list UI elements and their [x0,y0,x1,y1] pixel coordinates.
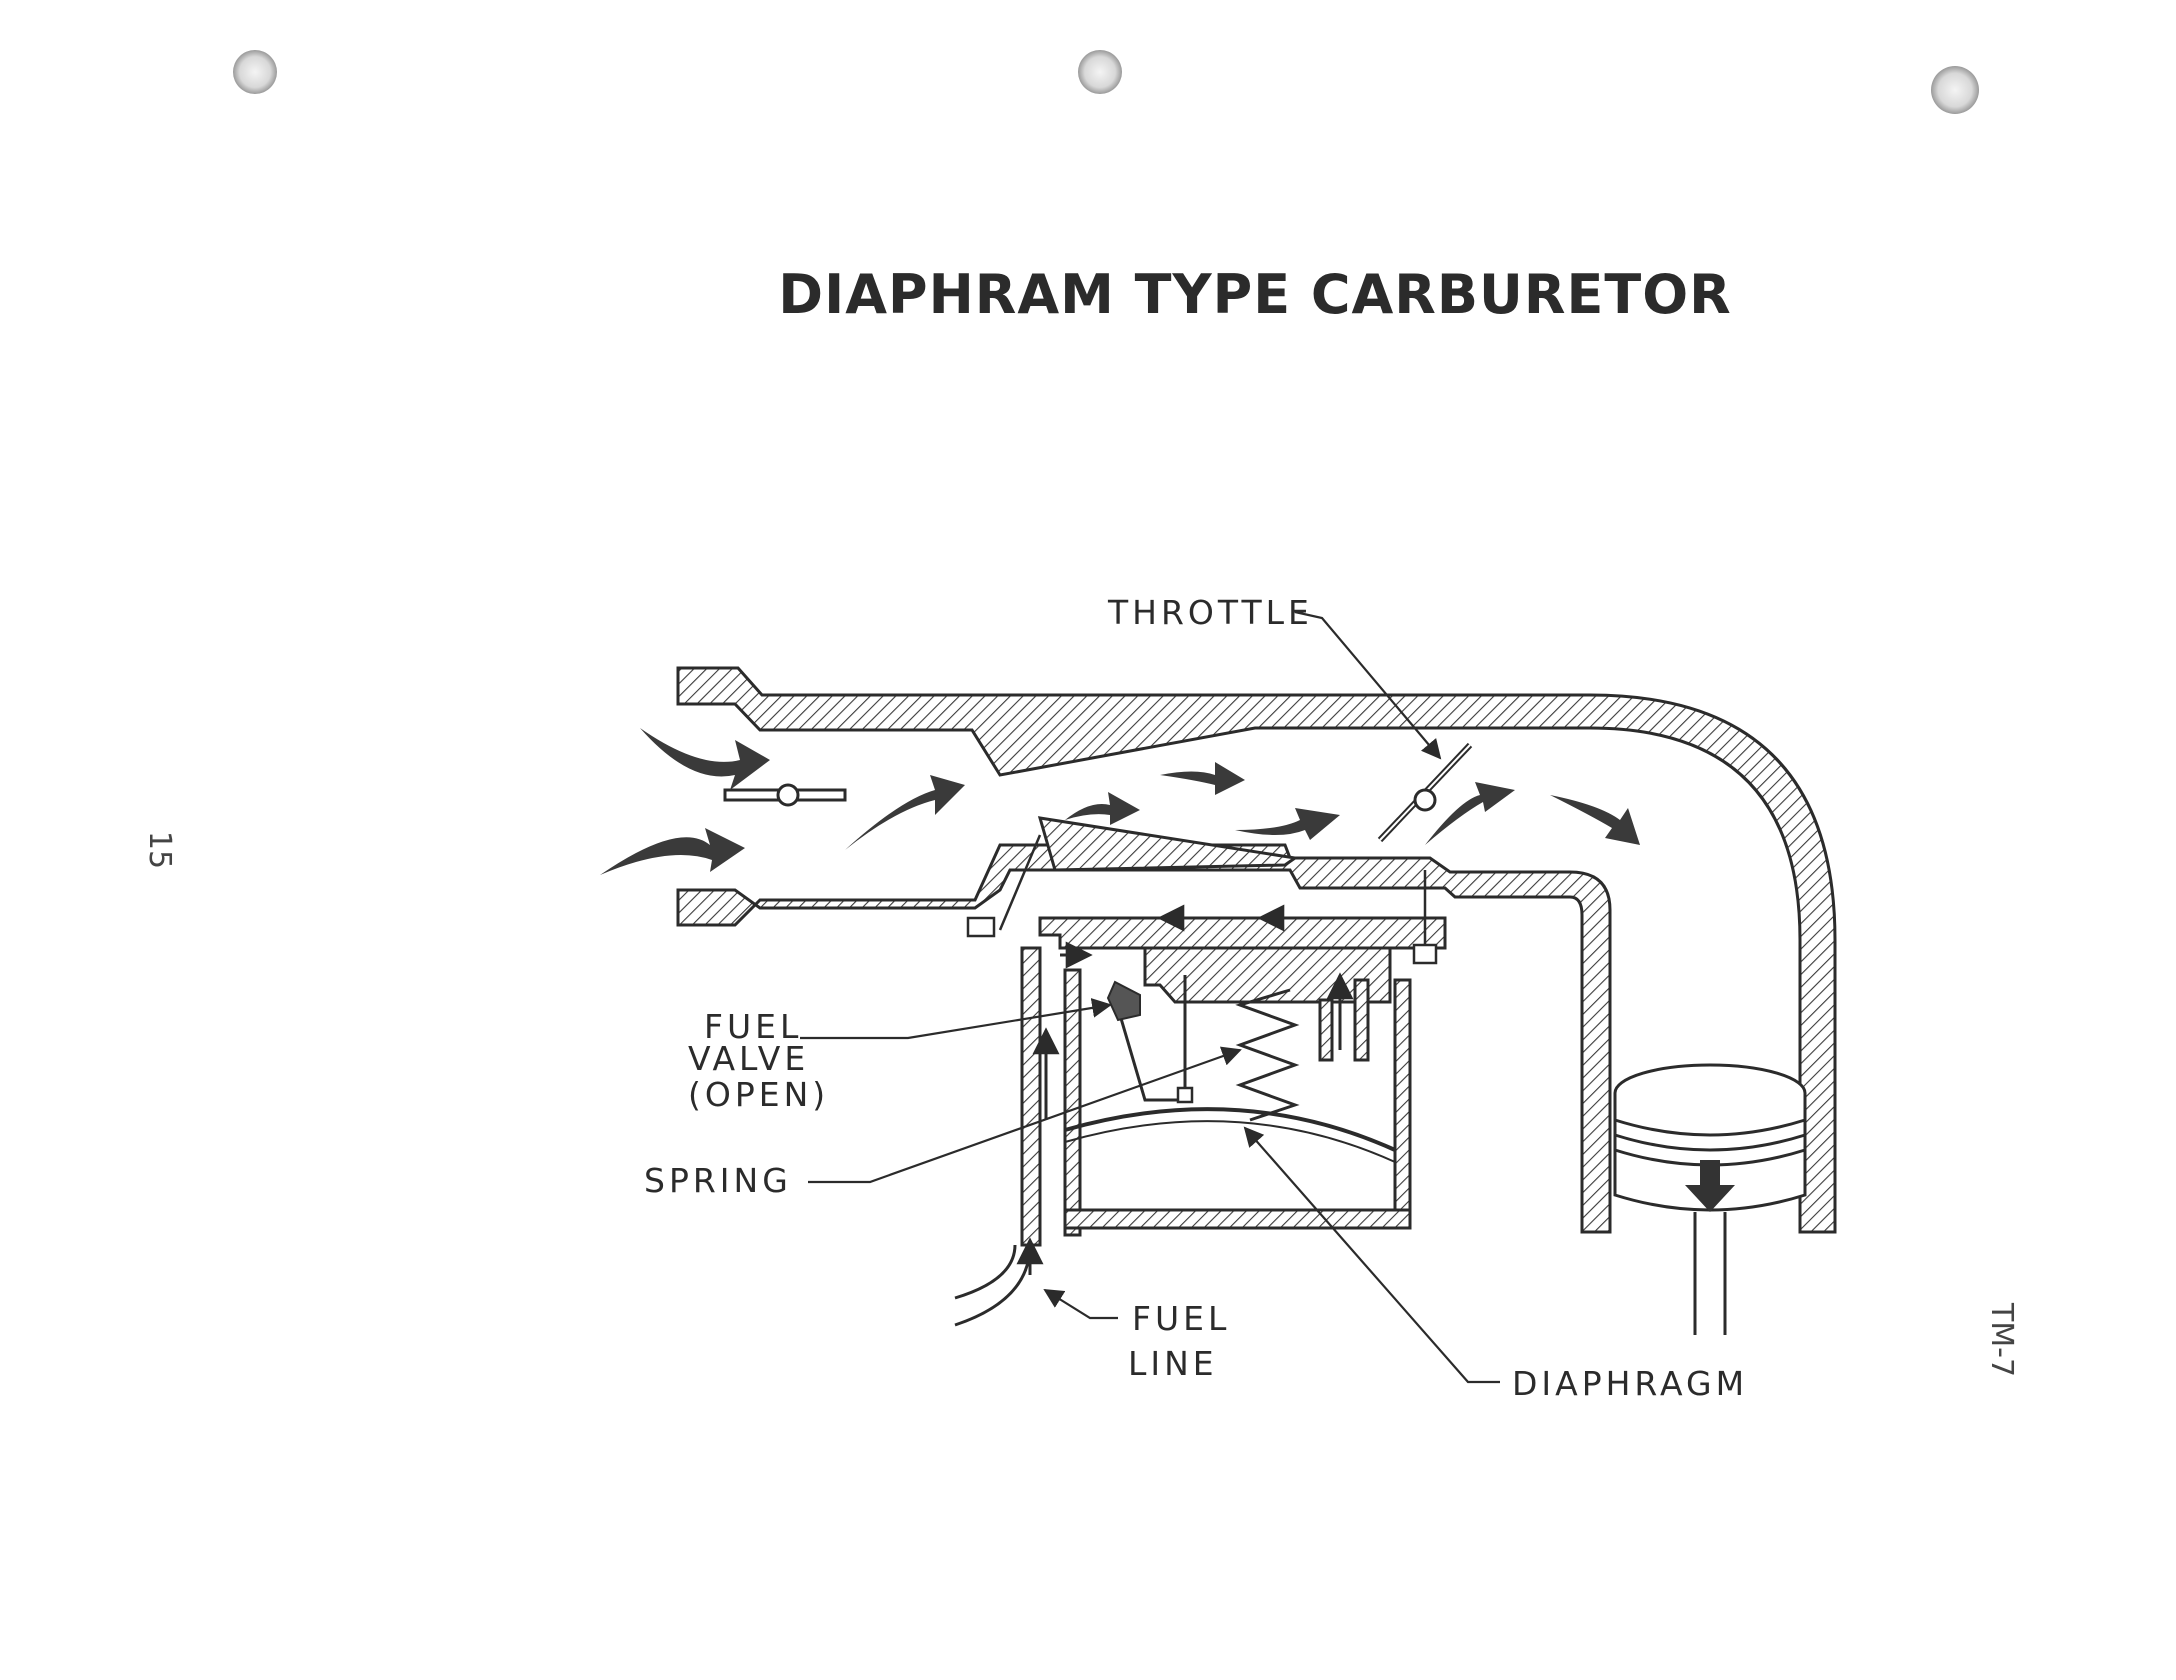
diaphragm [1064,1107,1396,1152]
fuel-valve-label-line2: VALVE [688,1039,809,1078]
fuel-flow-arrows [1016,904,1354,1275]
fuel-valve-label-line1: FUEL [704,1007,802,1046]
diaphragm-leader [1243,1126,1500,1384]
fuel-valve [1106,980,1141,1022]
air-arrow-3 [845,775,965,850]
piston [1613,1063,1807,1335]
chamber-left-wall [1020,946,1042,1247]
page-number: 15 [142,831,177,869]
fuel-valve-leader [800,998,1112,1040]
piston-down-arrow [1685,1160,1735,1212]
lower-wall [676,843,1612,1234]
page-title: DIAPHRAM TYPE CARBURETOR [778,263,1731,326]
air-arrow-6 [1235,808,1340,840]
spring [1235,988,1300,1122]
leader-lines [800,610,1500,1384]
document-code: TM-7 [1984,1302,2019,1377]
chamber-wall-2 [1063,968,1082,1237]
fuel-line-leader [1043,1288,1118,1320]
idle-adjust-screw-left [966,834,1042,938]
venturi-body [1037,816,1299,872]
valve-lever [1118,975,1187,1102]
air-arrow-7 [1425,782,1515,845]
passage-wall [1318,998,1334,1062]
air-arrow-8 [1550,795,1640,845]
airflow-arrows [600,728,1640,875]
inner-block [1143,946,1392,1004]
lever-pivot [1176,1086,1194,1104]
fuel-chamber [1020,916,1447,1247]
binder-hole-left [233,50,277,94]
binder-hole-right [1931,66,1979,114]
regulator-block [1038,916,1447,950]
air-arrow-2 [600,828,745,875]
binder-hole-center [1078,50,1122,94]
throttle-shaft [1413,788,1437,812]
air-arrow-5 [1160,762,1245,795]
fuel-line-label-line1: FUEL [1132,1299,1230,1338]
diaphragm-label: DIAPHRAGM [1512,1364,1748,1403]
chamber-bottom [1063,1208,1412,1230]
air-arrow-1 [640,728,770,790]
throttle-leader [1294,610,1442,760]
throttle-label: THROTTLE [1107,593,1313,632]
spring-label: SPRING [644,1161,792,1200]
choke-shaft [776,783,800,807]
air-arrow-4 [1065,792,1140,825]
fuel-line-tube [954,1244,1032,1327]
fuel-valve-label-line3: (OPEN) [688,1075,829,1114]
fuel-line-label-line2: LINE [1128,1344,1218,1383]
idle-adjust-screw-right [1412,870,1438,965]
passage-wall-2 [1353,978,1370,1062]
spring-leader [808,1046,1242,1184]
chamber-right-wall [1393,978,1412,1227]
